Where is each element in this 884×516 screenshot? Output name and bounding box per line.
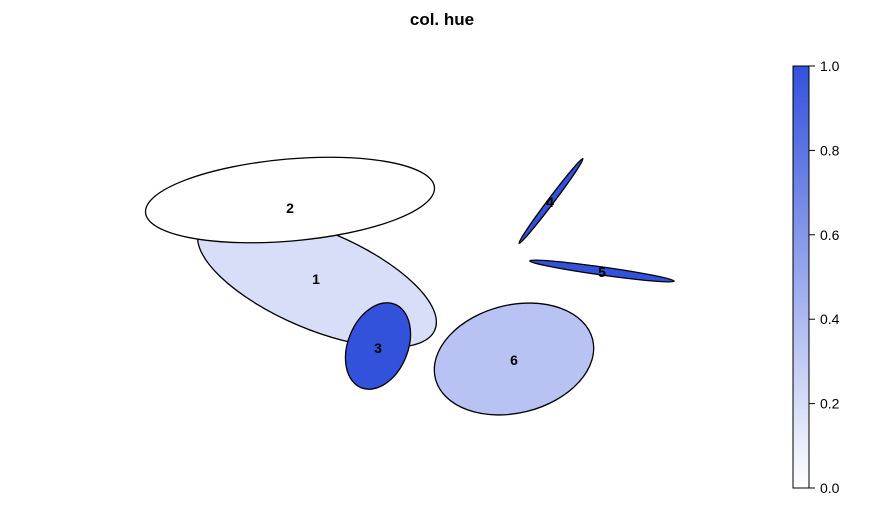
ellipse-label-4: 4 — [546, 194, 554, 210]
colorbar-tick-label: 0.2 — [820, 396, 840, 412]
ellipse-4 — [518, 157, 584, 245]
chart-title: col. hue — [409, 10, 475, 29]
colorbar-tick-label: 0.0 — [820, 480, 840, 496]
ellipse-label-5: 5 — [598, 264, 606, 280]
colorbar-tick-label: 0.4 — [820, 311, 840, 327]
ellipse-label-3: 3 — [374, 340, 382, 356]
colorbar-tick-label: 0.6 — [820, 227, 840, 243]
ellipses-layer — [144, 156, 675, 416]
ellipse-2 — [144, 156, 436, 244]
ellipse-label-1: 1 — [312, 271, 320, 287]
colorbar-tick-label: 0.8 — [820, 142, 840, 158]
ellipse-5 — [529, 259, 675, 283]
ellipse-label-6: 6 — [510, 352, 518, 368]
labels-layer: 1 2 3 4 5 6 — [286, 194, 606, 368]
ellipse-label-2: 2 — [286, 200, 294, 216]
ellipse-3 — [344, 302, 412, 390]
ellipse-6 — [433, 302, 595, 416]
colorbar-tick-label: 1.0 — [820, 58, 840, 74]
colorbar: 0.0 0.2 0.4 0.6 0.8 1.0 — [792, 58, 840, 496]
colorbar-bar — [792, 65, 810, 489]
